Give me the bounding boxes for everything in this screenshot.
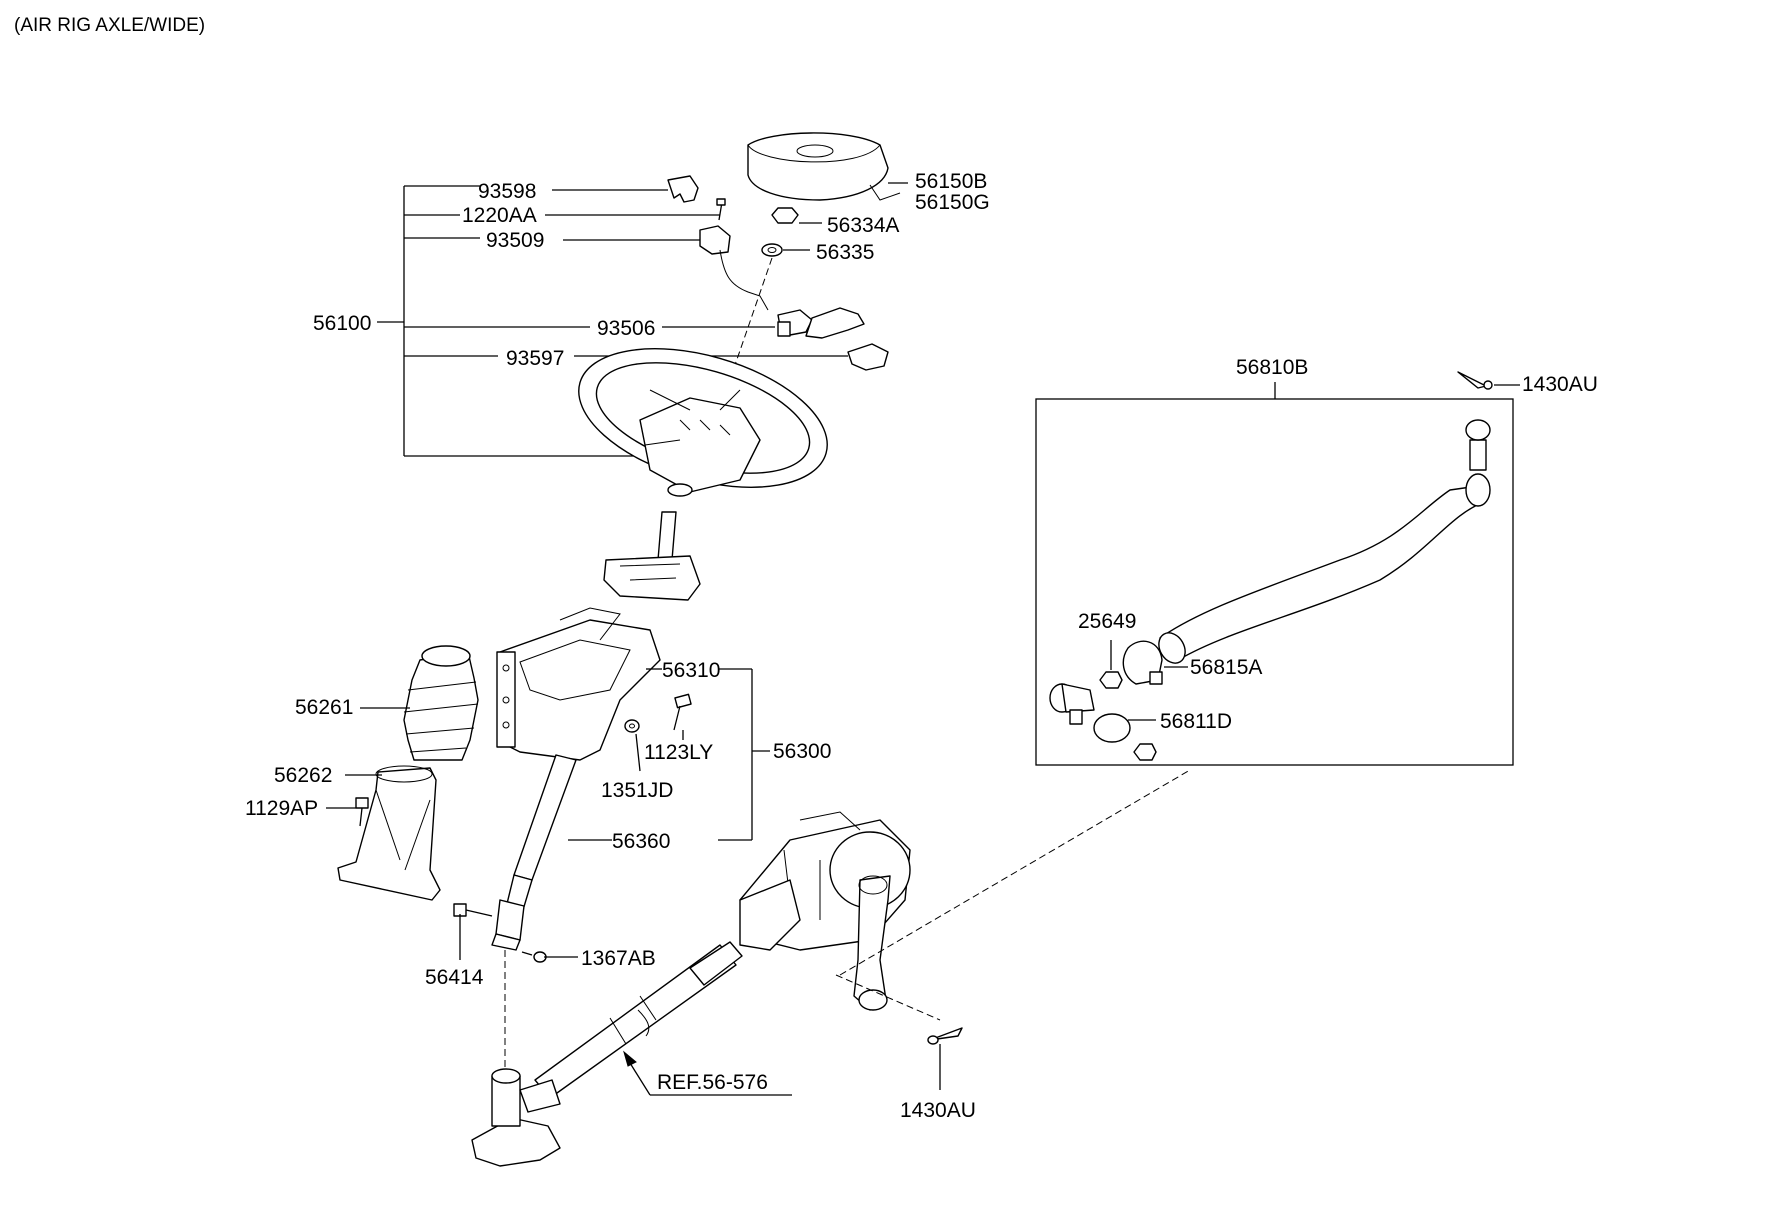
- label-56335: 56335: [816, 241, 874, 264]
- part-1129AP-bolt: [355, 797, 369, 827]
- label-56334A: 56334A: [827, 214, 899, 237]
- part-25649-nut: [1099, 640, 1123, 689]
- label-56811D: 56811D: [1160, 710, 1232, 733]
- part-56261-boot: [403, 645, 479, 761]
- label-56300: 56300: [773, 740, 831, 763]
- part-56360-column-shaft: [503, 754, 577, 921]
- part-56300-column-bracket: [496, 607, 661, 761]
- label-56150B: 56150B: [915, 170, 987, 193]
- label-56414: 56414: [425, 966, 484, 989]
- part-93598-cap: [667, 175, 699, 203]
- diagram-title: (AIR RIG AXLE/WIDE): [14, 15, 205, 36]
- part-56310-column-upper: [603, 511, 701, 601]
- part-56150-horn-pad: [747, 132, 908, 201]
- label-56310: 56310: [662, 659, 720, 682]
- label-93506: 93506: [597, 317, 655, 340]
- gearbox-lower-joint: [471, 1068, 561, 1167]
- part-1123LY-bolt: [673, 693, 692, 731]
- part-1220AA-screw: [716, 198, 726, 221]
- label-93597: 93597: [506, 347, 564, 370]
- part-1430AU-cotter-pin-bottom: [927, 1027, 963, 1090]
- part-56262-cover: [337, 765, 441, 901]
- label-1220AA: 1220AA: [462, 204, 537, 227]
- part-93509-switch: [699, 225, 769, 311]
- label-1430AU-top: 1430AU: [1522, 373, 1598, 396]
- wheel-axis-dashline: [715, 257, 773, 421]
- label-ref-56-576: REF.56-576: [657, 1071, 768, 1094]
- label-56150G: 56150G: [915, 191, 990, 214]
- part-93597-cap: [847, 343, 889, 371]
- part-56811D-ball-stud: [1049, 683, 1157, 761]
- part-1430AU-cotter-pin-top: [1457, 371, 1520, 390]
- label-93598: 93598: [478, 180, 536, 203]
- label-25649: 25649: [1078, 610, 1136, 633]
- label-56815A: 56815A: [1190, 656, 1262, 679]
- label-1123LY: 1123LY: [644, 741, 713, 764]
- ref-intermediate-shaft: [534, 941, 743, 1099]
- label-56100: 56100: [313, 312, 371, 335]
- drag-link-box: [1035, 382, 1514, 766]
- label-56261: 56261: [295, 696, 353, 719]
- label-56360: 56360: [612, 830, 670, 853]
- label-1129AP: 1129AP: [245, 797, 318, 820]
- part-93506-switch: [777, 307, 865, 339]
- drag-link-frame: [1035, 398, 1514, 766]
- label-1351JD: 1351JD: [601, 779, 673, 802]
- pitman-arm: [853, 875, 891, 1011]
- part-56815A-seat: [1122, 640, 1188, 685]
- label-1367AB: 1367AB: [581, 947, 656, 970]
- label-93509: 93509: [486, 229, 544, 252]
- bracket-56300: [326, 668, 770, 960]
- drag-link-dashline: [839, 769, 1191, 976]
- part-56334A-nut: [771, 207, 822, 224]
- part-56335-washer: [761, 243, 810, 257]
- part-56810B-drag-link: [1158, 419, 1491, 664]
- ref-arrow: [623, 1050, 792, 1096]
- universal-joint-lower: [491, 899, 525, 951]
- part-1367AB-nut: [521, 951, 547, 963]
- part-1351JD-washer: [624, 719, 640, 733]
- label-56810B: 56810B: [1236, 356, 1308, 379]
- part-56100-steering-wheel: [578, 348, 828, 497]
- label-56262: 56262: [274, 764, 332, 787]
- cotter-dashline: [835, 974, 941, 1021]
- label-1430AU-bottom: 1430AU: [900, 1099, 976, 1122]
